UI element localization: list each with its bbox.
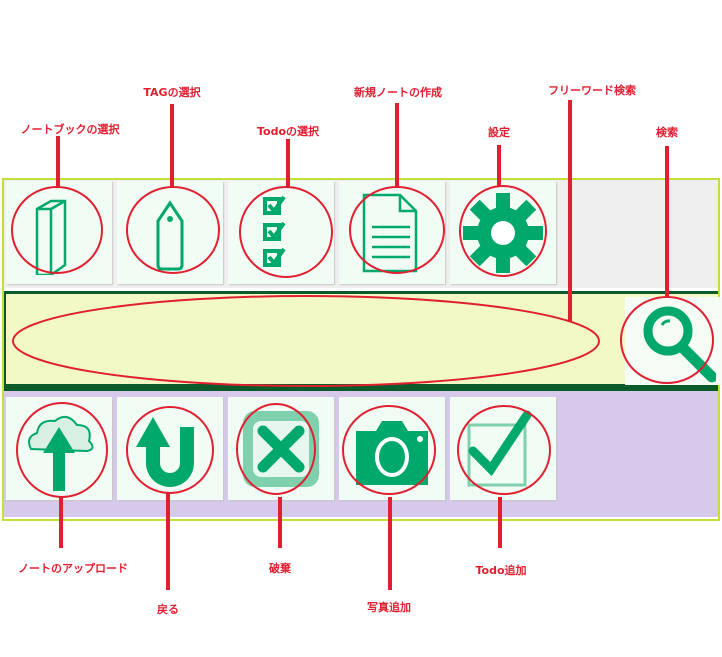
divider-bar [4,384,720,391]
back-button[interactable] [117,397,223,500]
notebook-button[interactable] [6,181,112,284]
settings-button[interactable] [450,181,556,284]
annotation-ellipse-new-note [349,186,445,274]
annotation-ellipse-discard [236,403,316,495]
book-icon [35,199,67,275]
label-freeword: フリーワード検索 [548,84,636,97]
annotation-ellipse-todo-add [457,405,551,495]
checkbox-icon [467,410,532,486]
label-discard: 破棄 [269,562,291,575]
label-tag: TAGの選択 [143,86,201,99]
label-settings: 設定 [488,126,510,139]
label-notebook: ノートブックの選択 [20,123,120,136]
annotation-ellipse-freeword [12,295,600,387]
annotation-ellipse-notebook [11,186,103,274]
photo-button[interactable] [339,397,445,500]
camera-icon [356,420,428,485]
annotation-ellipse-search [620,296,714,384]
label-todo-select: Todoの選択 [256,125,320,138]
annotation-ellipse-tag [126,186,220,274]
cloud-upload-icon [28,415,94,491]
annotation-ellipse-todo-select [239,186,333,278]
annotation-ellipse-photo [342,405,436,495]
annotation-ellipse-upload [16,402,108,498]
search-row [4,291,720,387]
todo-add-button[interactable] [450,397,556,500]
close-box-icon [243,410,319,487]
u-turn-arrow-icon [136,416,194,487]
label-new-note: 新規ノートの作成 [354,86,442,99]
discard-button[interactable] [228,397,334,500]
label-search: 検索 [656,126,678,139]
tag-icon [156,199,184,270]
annotation-ellipse-back [126,406,214,494]
checklist-icon [263,195,286,267]
gear-icon [463,192,543,273]
search-button[interactable] [625,297,722,385]
label-back: 戻る [157,603,179,616]
annotation-ellipse-settings [459,185,547,277]
magnifier-icon [643,306,716,383]
label-todo-add: Todo追加 [475,564,527,577]
document-icon [362,193,418,272]
label-photo: 写真追加 [367,601,411,614]
label-upload: ノートのアップロード [18,562,128,575]
